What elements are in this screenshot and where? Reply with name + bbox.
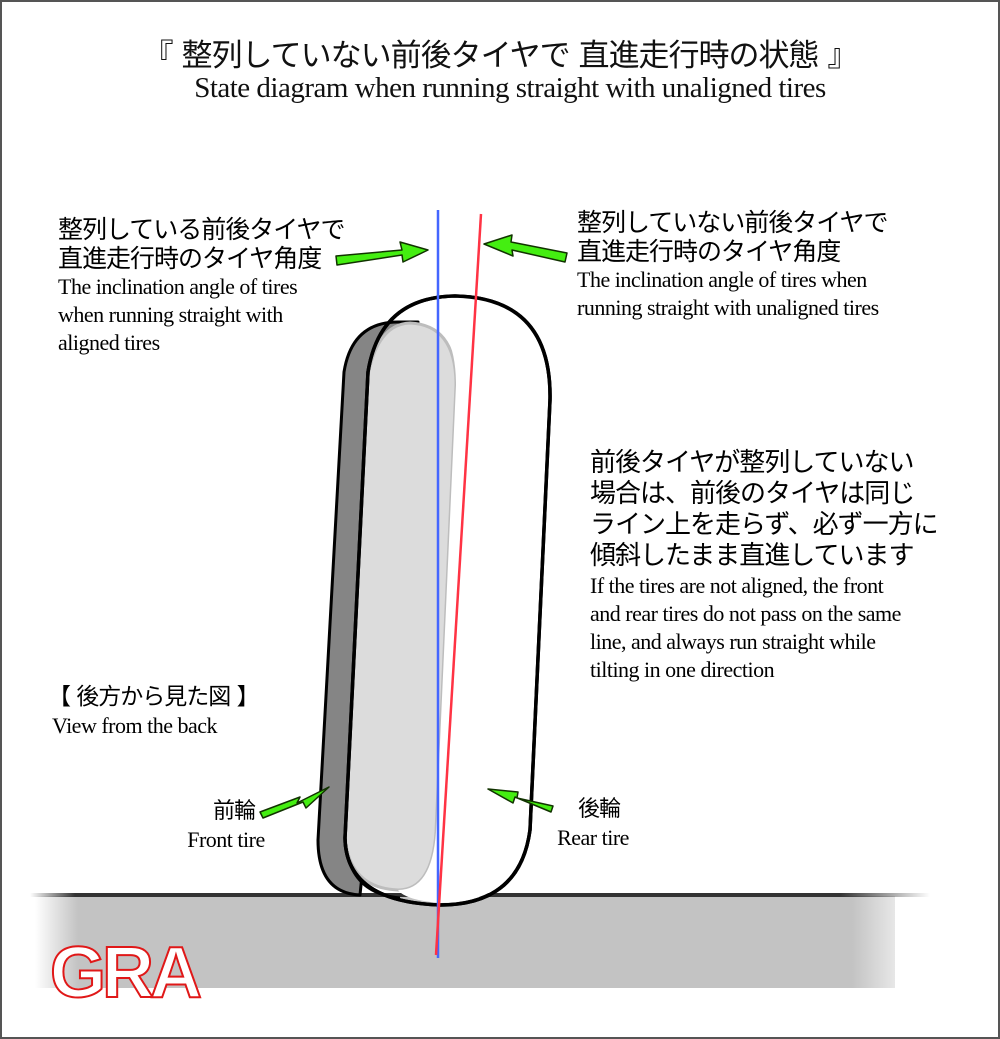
- front-tire: [316, 320, 458, 897]
- ground: [30, 893, 930, 988]
- unaligned-angle-en-2: running straight with unaligned tires: [577, 295, 879, 320]
- explanation-en-4: tilting in one direction: [590, 657, 775, 682]
- rear-tire-label-en: Rear tire: [557, 825, 629, 850]
- unaligned-angle-en-1: The inclination angle of tires when: [577, 267, 867, 292]
- unaligned-angle-jp-1: 整列していない前後タイヤで: [577, 208, 889, 237]
- unaligned-angle-jp-2: 直進走行時のタイヤ角度: [577, 237, 841, 266]
- unaligned-angle-label: 整列していない前後タイヤで 直進走行時のタイヤ角度 The inclinatio…: [577, 208, 889, 322]
- explanation-jp-2: 場合は、前後のタイヤは同じ: [590, 479, 915, 509]
- title-english: State diagram when running straight with…: [194, 72, 826, 104]
- rear-tire: [343, 294, 552, 907]
- front-tire-label: 前輪 Front tire: [180, 797, 272, 854]
- front-tire-label-jp: 前輪: [212, 799, 256, 824]
- aligned-angle-jp-1: 整列している前後タイヤで: [58, 215, 346, 244]
- unaligned-angle-line: [434, 213, 483, 956]
- title-japanese: 『 整列していない前後タイヤで 直進走行時の状態 』: [142, 38, 859, 74]
- explanation-text: 前後タイヤが整列していない 場合は、前後のタイヤは同じ ライン上を走らず、必ず一…: [590, 448, 939, 684]
- view-label-en: View from the back: [52, 713, 218, 738]
- aligned-angle-en-3: aligned tires: [58, 330, 160, 355]
- arrow-to-aligned-line: [335, 241, 429, 266]
- aligned-angle-en-2: when running straight with: [58, 302, 283, 327]
- explanation-jp-3: ライン上を走らず、必ず一方に: [590, 510, 939, 540]
- view-label-jp: 【 後方から見た図 】: [48, 684, 260, 710]
- explanation-en-2: and rear tires do not pass on the same: [590, 601, 901, 626]
- arrow-to-unaligned-line: [483, 234, 568, 263]
- arrow-to-front-tire: [259, 786, 330, 819]
- arrow-to-rear-tire: [487, 788, 554, 813]
- explanation-jp-4: 傾斜したまま直進しています: [590, 541, 914, 571]
- rear-tire-label-jp: 後輪: [577, 797, 621, 822]
- gra-logo: GRA: [49, 933, 203, 1013]
- explanation-en-3: line, and always run straight while: [590, 629, 876, 654]
- explanation-en-1: If the tires are not aligned, the front: [590, 573, 884, 598]
- rear-tire-label: 後輪 Rear tire: [552, 795, 634, 852]
- front-tire-label-en: Front tire: [187, 827, 265, 852]
- aligned-angle-en-1: The inclination angle of tires: [58, 274, 298, 299]
- aligned-angle-jp-2: 直進走行時のタイヤ角度: [58, 244, 322, 273]
- aligned-angle-label: 整列している前後タイヤで 直進走行時のタイヤ角度 The inclination…: [58, 215, 346, 357]
- explanation-jp-1: 前後タイヤが整列していない: [590, 448, 914, 478]
- view-label: 【 後方から見た図 】 View from the back: [48, 683, 260, 740]
